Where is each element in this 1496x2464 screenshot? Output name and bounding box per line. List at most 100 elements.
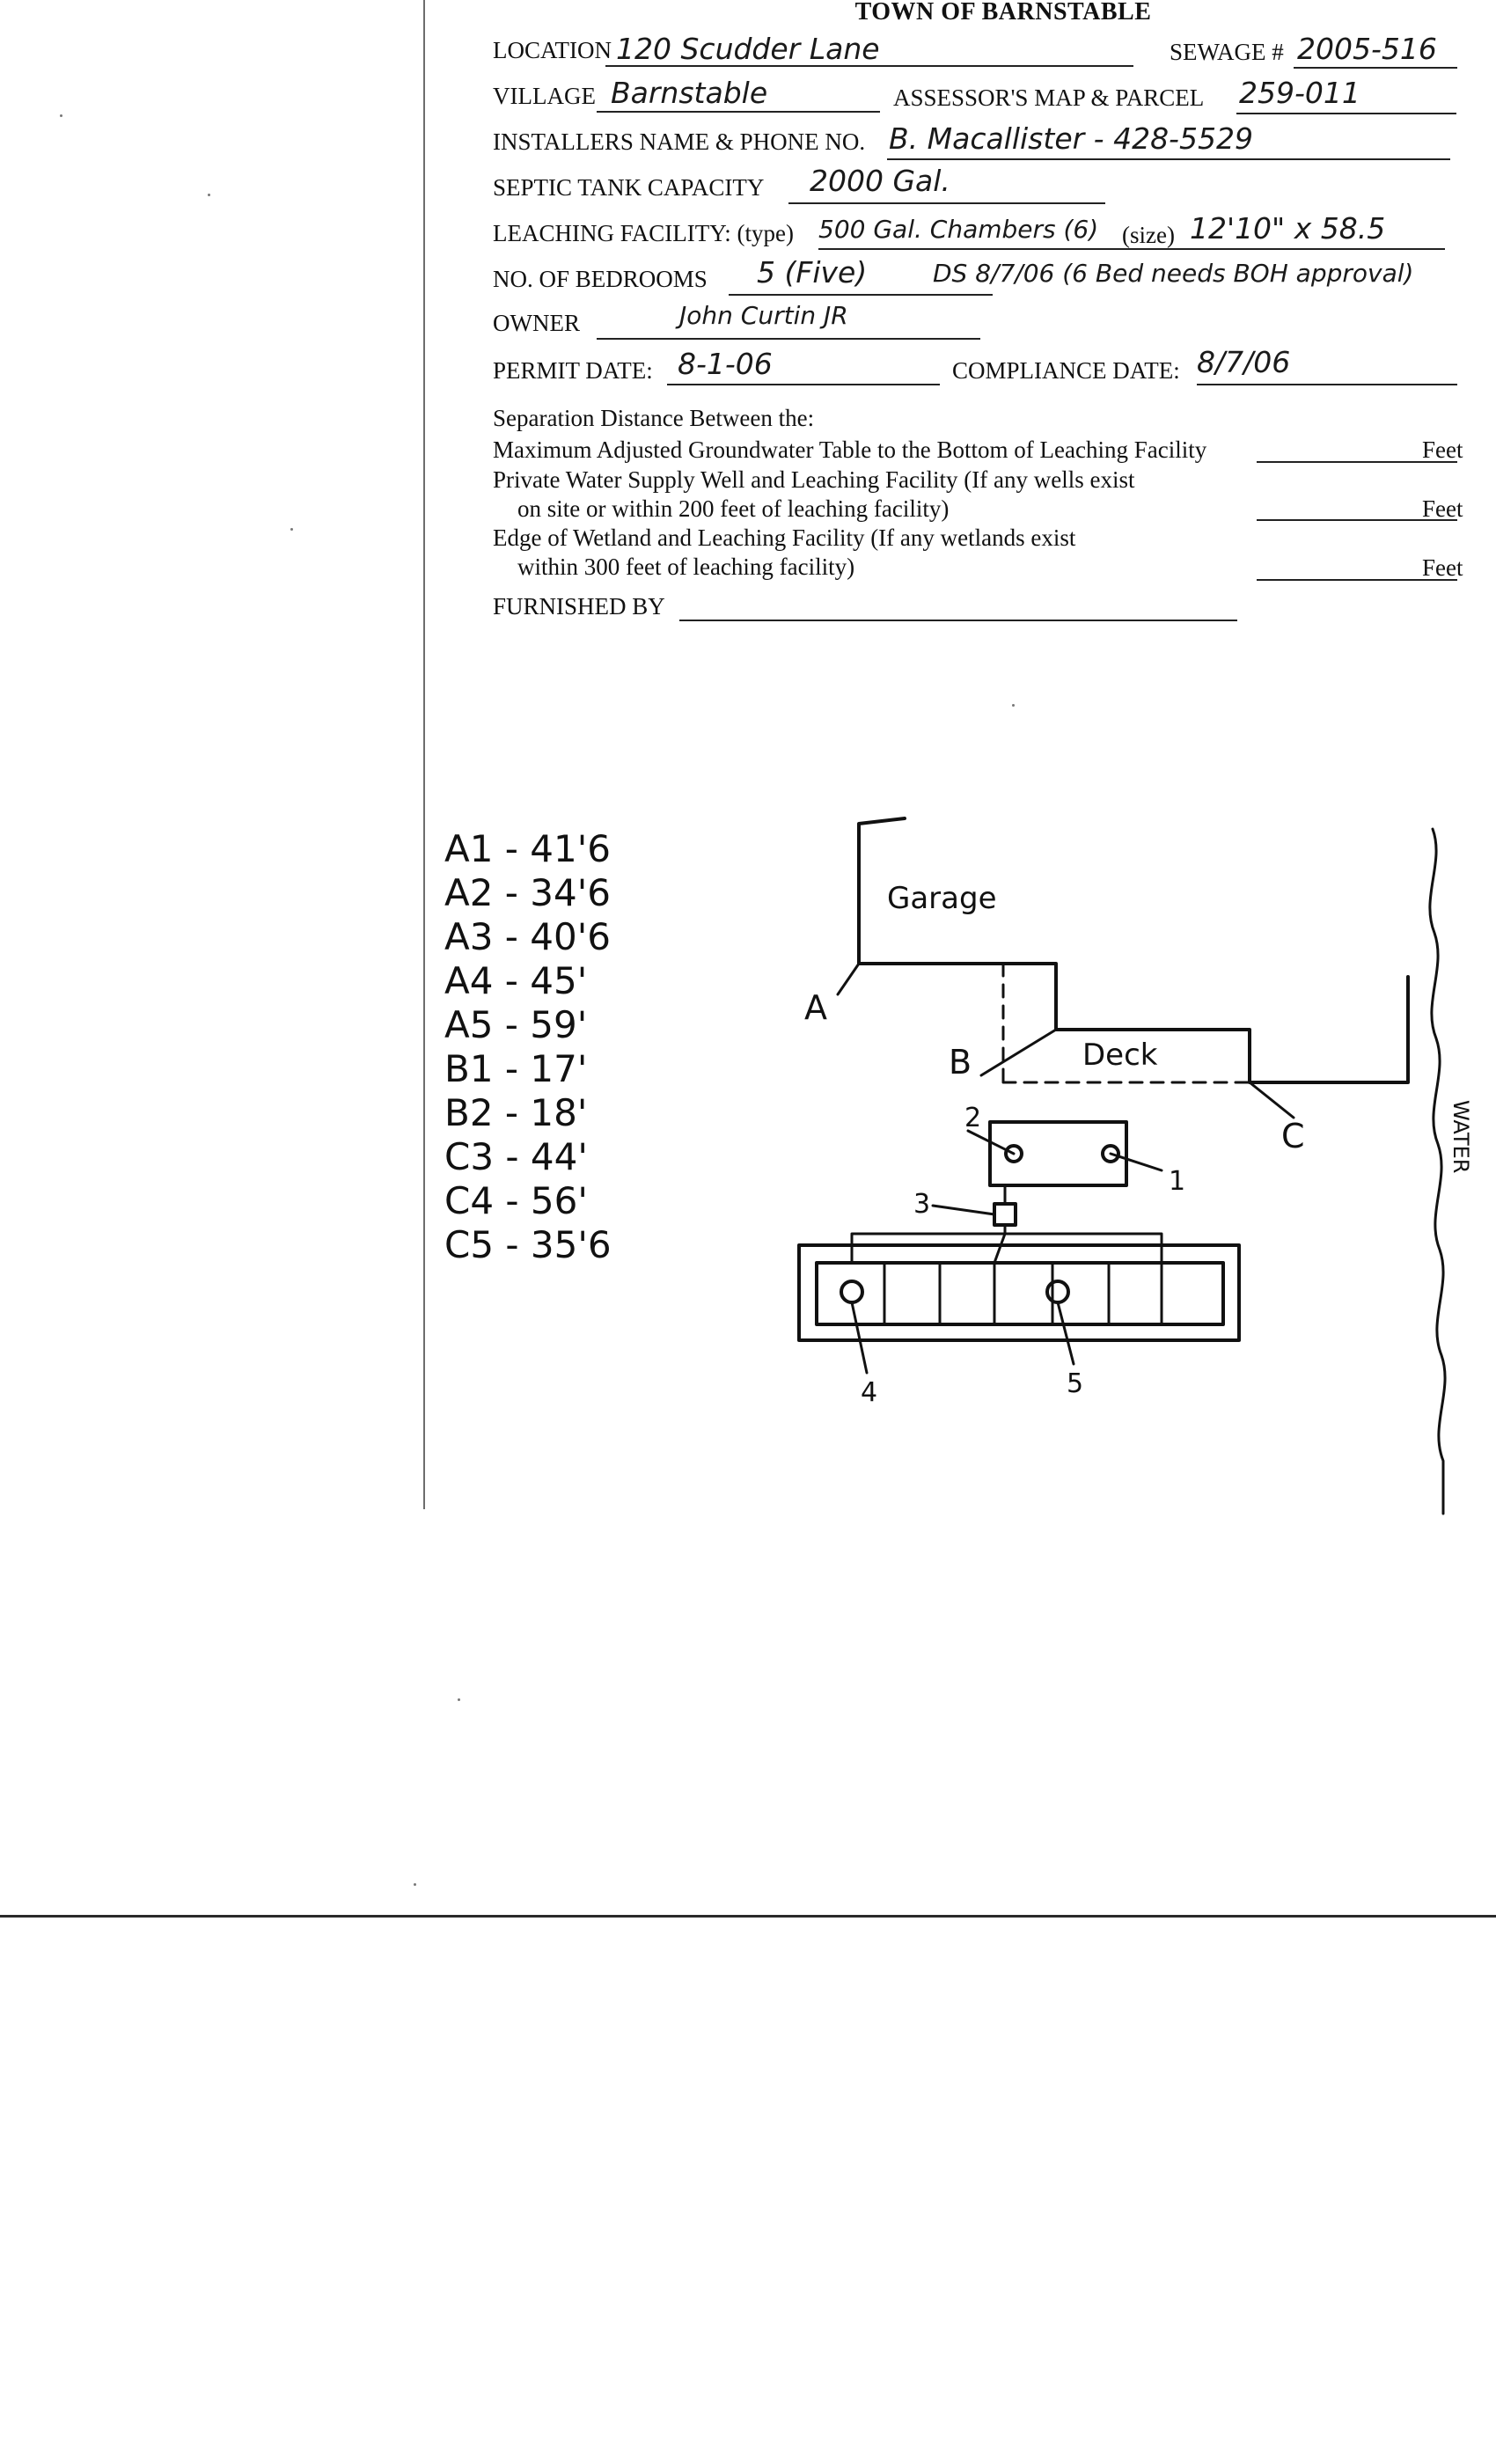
sep-groundwater-feet: Feet (1422, 436, 1463, 463)
left-margin-rule (423, 0, 425, 1509)
tank-label-1: 1 (1169, 1166, 1185, 1197)
chamber-port-right (1045, 1280, 1070, 1304)
point-c-leader (1248, 1081, 1295, 1119)
label-3-leader (931, 1204, 996, 1216)
separation-heading: Separation Distance Between the: (493, 405, 815, 431)
measurement-item: C3 - 44' (444, 1135, 588, 1178)
measurement-item: C5 - 35'6 (444, 1223, 612, 1266)
owner-value: John Curtin JR (679, 301, 848, 330)
installer-label: INSTALLERS NAME & PHONE NO. (493, 128, 866, 155)
measurement-item: A1 - 41'6 (444, 827, 612, 870)
scan-speck (458, 1698, 460, 1701)
dbox-label-3: 3 (913, 1189, 930, 1220)
permit-underline (667, 384, 940, 385)
septic-label: SEPTIC TANK CAPACITY (493, 174, 765, 201)
distribution-box (993, 1202, 1017, 1227)
bedrooms-value: 5 (Five) (757, 255, 868, 290)
bedrooms-label: NO. OF BEDROOMS (493, 266, 708, 292)
village-underline (597, 111, 880, 113)
furnished-underline (679, 620, 1237, 621)
septic-tank (988, 1120, 1128, 1187)
compliance-value: 8/7/06 (1197, 345, 1291, 379)
measurement-item: A2 - 34'6 (444, 871, 612, 914)
measurement-item: A5 - 59' (444, 1003, 588, 1046)
sep-wetland-feet: Feet (1422, 554, 1463, 581)
leaching-field-inner (815, 1261, 1225, 1326)
tank-outlet (1101, 1144, 1120, 1163)
sep-groundwater: Maximum Adjusted Groundwater Table to th… (493, 436, 1207, 463)
point-c-label: C (1281, 1117, 1305, 1155)
point-b-label: B (949, 1043, 972, 1082)
measurement-item: B2 - 18' (444, 1091, 588, 1134)
chamber-label-5: 5 (1067, 1368, 1083, 1399)
scan-speck (414, 1883, 416, 1886)
compliance-underline (1197, 384, 1457, 385)
sewage-value: 2005-516 (1297, 32, 1437, 66)
village-label: VILLAGE (493, 83, 596, 109)
pipe-left (850, 1223, 1007, 1265)
water-label: WATER (1448, 1100, 1473, 1173)
pipe-mid (993, 1232, 1007, 1265)
bedrooms-note: DS 8/7/06 (6 Bed needs BOH approval) (933, 259, 1414, 288)
scan-speck (290, 528, 293, 531)
label-4-leader (850, 1301, 869, 1375)
leaching-field-outer (797, 1243, 1241, 1342)
assessor-underline (1236, 113, 1456, 114)
bottom-page-rule (0, 1915, 1496, 1918)
sewage-label: SEWAGE # (1170, 39, 1284, 65)
septic-value: 2000 Gal. (810, 164, 950, 198)
location-label: LOCATION (493, 37, 612, 63)
leaching-label: LEACHING FACILITY: (type) (493, 220, 794, 246)
bedrooms-underline (729, 294, 993, 296)
location-underline (605, 65, 1133, 67)
permit-value: 8-1-06 (678, 347, 773, 381)
size-label: (size) (1122, 222, 1175, 248)
label-5-leader (1056, 1301, 1075, 1366)
scan-speck (208, 194, 210, 196)
size-value: 12'10" x 58.5 (1190, 211, 1386, 246)
assessor-label: ASSESSOR'S MAP & PARCEL (893, 84, 1205, 111)
sep-well-feet: Feet (1422, 495, 1463, 522)
installer-value: B. Macallister - 428-5529 (889, 121, 1253, 156)
pipe-right (1003, 1232, 1163, 1265)
measurement-item: A3 - 40'6 (444, 915, 612, 958)
garage-label: Garage (887, 881, 997, 916)
site-sketch: Garage Deck A B C 1 2 3 4 5 WATER (797, 817, 1473, 1515)
scan-speck (60, 114, 62, 117)
septic-underline (788, 202, 1105, 204)
leaching-type-value: 500 Gal. Chambers (6) (818, 215, 1099, 244)
point-a-label: A (804, 988, 827, 1027)
label-1-leader (1109, 1152, 1163, 1172)
sep-wetland-line2: within 300 feet of leaching facility) (517, 554, 855, 580)
water-edge-line (1428, 827, 1447, 1515)
sep-well-underline (1257, 519, 1457, 521)
location-value: 120 Scudder Lane (616, 32, 880, 66)
measurement-item: B1 - 17' (444, 1047, 588, 1090)
assessor-value: 259-011 (1239, 76, 1360, 110)
measurement-item: A4 - 45' (444, 959, 588, 1002)
permit-label: PERMIT DATE: (493, 357, 653, 384)
form-title: TOWN OF BARNSTABLE (854, 0, 1152, 26)
furnished-label: FURNISHED BY (493, 593, 665, 620)
owner-label: OWNER (493, 310, 580, 336)
sep-wetland-line1: Edge of Wetland and Leaching Facility (I… (493, 524, 1076, 551)
installer-underline (887, 158, 1450, 160)
village-value: Barnstable (611, 76, 768, 110)
installation-form: TOWN OF BARNSTABLE LOCATION 120 Scudder … (493, 0, 1463, 634)
sep-groundwater-underline (1257, 461, 1457, 463)
chamber-label-4: 4 (861, 1377, 877, 1408)
sewage-underline (1294, 67, 1457, 69)
compliance-label: COMPLIANCE DATE: (952, 357, 1180, 384)
chamber-port-left (840, 1280, 864, 1304)
tank-inlet (1004, 1144, 1023, 1163)
leaching-underline (818, 248, 1445, 250)
sep-well-line2: on site or within 200 feet of leaching f… (517, 495, 950, 522)
point-a-leader (836, 962, 861, 996)
tank-label-2: 2 (964, 1103, 981, 1133)
measurement-item: C4 - 56' (444, 1179, 588, 1222)
sep-well-line1: Private Water Supply Well and Leaching F… (493, 466, 1135, 493)
sep-wetland-underline (1257, 579, 1457, 581)
point-b-leader (979, 1028, 1058, 1077)
deck-label: Deck (1082, 1038, 1158, 1073)
scan-speck (1012, 704, 1015, 707)
